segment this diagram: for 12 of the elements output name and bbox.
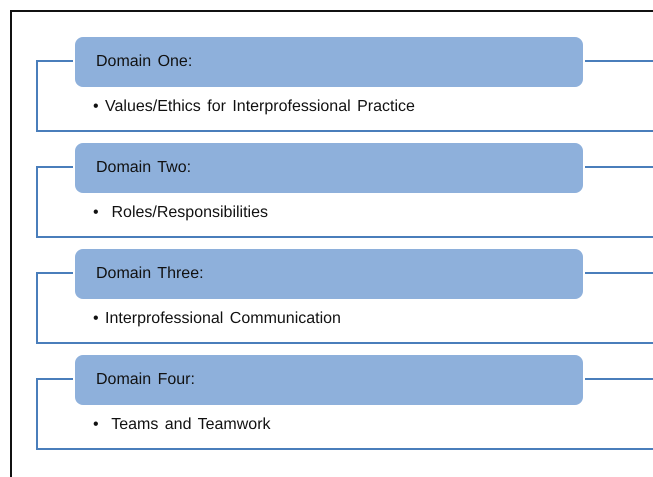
list-item-text: • Values/Ethics for Interprofessional Practice <box>93 98 415 116</box>
domain-header-box <box>75 143 583 193</box>
domain-heading: Domain Four: <box>96 371 195 389</box>
domain-heading: Domain Two: <box>96 159 192 177</box>
list-item-text: • Teams and Teamwork <box>93 416 271 434</box>
domain-header-box <box>75 37 583 87</box>
domain-header-box <box>75 355 583 405</box>
domain-header-box <box>75 249 583 299</box>
list-item-text: • Interprofessional Communication <box>93 310 341 328</box>
domain-heading: Domain Three: <box>96 265 204 283</box>
domain-heading: Domain One: <box>96 53 192 71</box>
list-item-text: • Roles/Responsibilities <box>93 204 268 222</box>
